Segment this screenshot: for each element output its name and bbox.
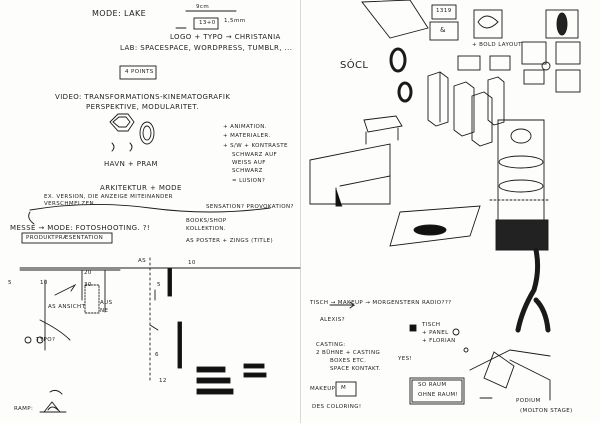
yes-label: YES! — [398, 356, 413, 362]
table-sketch — [363, 115, 403, 145]
stauraum-box — [409, 377, 465, 405]
note-4: SCHWARZ AUF — [232, 152, 278, 158]
logo-o-2 — [397, 81, 413, 103]
header-box — [193, 17, 219, 30]
casting-line-1: CASTING: — [316, 342, 346, 348]
quote-line-2: KOLLEKTION. — [186, 226, 226, 232]
legend-b: + PANEL — [422, 330, 449, 336]
bottom-num-6: 6 — [155, 352, 159, 358]
logo-row-note: + BOLD LAYOUT — [472, 42, 522, 48]
mid-sub-1: EX. VERSION, DIE ANZEIGE MITEINANDER — [44, 194, 173, 200]
quote-line-1: BOOKS/SHOP — [186, 218, 227, 224]
column-3 — [471, 91, 493, 147]
quote-line-3: AS POSTER + ZINGS (TITLE) — [186, 238, 274, 244]
dim-as: AS — [138, 258, 147, 264]
points-box-label: 4 POINTS — [125, 69, 154, 75]
measure-label: 9cm — [196, 4, 210, 10]
ramp-label: RAMP: — [14, 406, 34, 412]
num-5: 5 — [8, 280, 12, 286]
box-1319-label: 1319 — [436, 8, 452, 14]
note-1: + ANIMATION. — [223, 124, 267, 130]
stage-sketch — [483, 351, 515, 389]
video-line-1: VIDEO: TRANSFORMATIONS-KINEMATOGRAFIK — [55, 93, 231, 101]
header-box-label: 13+0 — [199, 20, 216, 26]
bracket-wave — [29, 203, 271, 213]
stauraum-line-2: OHNE RAUM! — [418, 392, 459, 398]
mm-label: 1,5mm — [224, 18, 246, 24]
messe-line: MESSE → MODE: FOTOSHOOTING. ?! — [10, 224, 151, 232]
casting-line-2: 2 BÜHNE + CASTING — [316, 350, 381, 356]
architecture-mode-line: ARKITEKTUR + MODE — [100, 184, 182, 192]
alexis-label: ALEXIS? — [320, 317, 345, 323]
legend-a: TISCH — [422, 322, 441, 328]
points-box — [119, 65, 157, 80]
hexagon-shape — [109, 113, 135, 132]
lab-line: LAB: SPACESPACE, WORDPRESS, TUMBLR, ... — [120, 44, 293, 52]
podium-label: PODIUM — [516, 398, 541, 404]
casting-line-3: BOXES ETC. — [330, 358, 367, 364]
note-2: + MATERIALER. — [223, 133, 271, 139]
aus-label: AUS — [100, 300, 113, 306]
num-30: 30 — [84, 282, 92, 288]
havn-pram-label: HAVN + PRAM — [104, 160, 158, 168]
tisch-line: TISCH → MAKEUP → MORGENSTERN RADIO??? — [310, 300, 452, 306]
note-6: SCHWARZ — [232, 168, 263, 174]
num-20: 20 — [84, 270, 92, 276]
note-7: = LUSION? — [232, 178, 266, 184]
logo-o-1 — [389, 47, 407, 73]
column-1 — [427, 71, 449, 127]
black-bar-2 — [177, 321, 182, 369]
legend-c: + FLORIAN — [422, 338, 456, 344]
black-bar-1 — [167, 267, 172, 297]
dim-mark: 10 — [188, 260, 196, 266]
page-gutter — [300, 0, 301, 423]
box-m-label: M — [341, 385, 347, 391]
stauraum-line-1: SO RAUM — [418, 382, 447, 388]
logo-line: LOGO + TYPO → CHRISTANIA — [170, 33, 281, 41]
makeup-box — [335, 381, 357, 397]
ramp-sketch — [39, 401, 67, 413]
makeup-label: MAKEUP — [310, 386, 336, 392]
typo-label: TYPO? — [36, 337, 56, 343]
ne-label: NE — [100, 308, 109, 314]
note-3: + S/W + KONTRASTE — [223, 143, 288, 149]
messe-box-label: PRODUKTPRÆSENTATION — [26, 235, 104, 241]
column-2 — [453, 81, 475, 137]
as-ansicht-label: AS ANSICHT — [48, 304, 86, 310]
top-cube — [361, 0, 429, 39]
molten-label: (MOLTON STAGE) — [520, 408, 573, 414]
note-5: WEISS AUF — [232, 160, 266, 166]
bottom-num-5: 5 — [157, 282, 161, 288]
casting-line-4: SPACE KONTAKT. — [330, 366, 381, 372]
sensation-line: SENSATION? PROVOKATION? — [206, 204, 294, 210]
amp-label: & — [440, 26, 446, 34]
colorkey-label: DES COLORING! — [312, 404, 362, 410]
ring-shape — [139, 121, 155, 145]
mid-sub-2: VERSCHMELZEN. — [44, 201, 97, 207]
dotted-block — [84, 284, 100, 314]
num-10: 10 — [40, 280, 48, 286]
mode-label: MODE: LAKE — [92, 9, 147, 18]
sogl-label: SÓCL — [340, 60, 369, 71]
messe-box — [21, 232, 113, 244]
tree-sketch — [515, 247, 551, 333]
bottom-num-12: 12 — [159, 378, 167, 384]
video-line-2: PERSPEKTIVE, MODULARITET. — [86, 103, 199, 111]
box-1319 — [431, 4, 457, 20]
